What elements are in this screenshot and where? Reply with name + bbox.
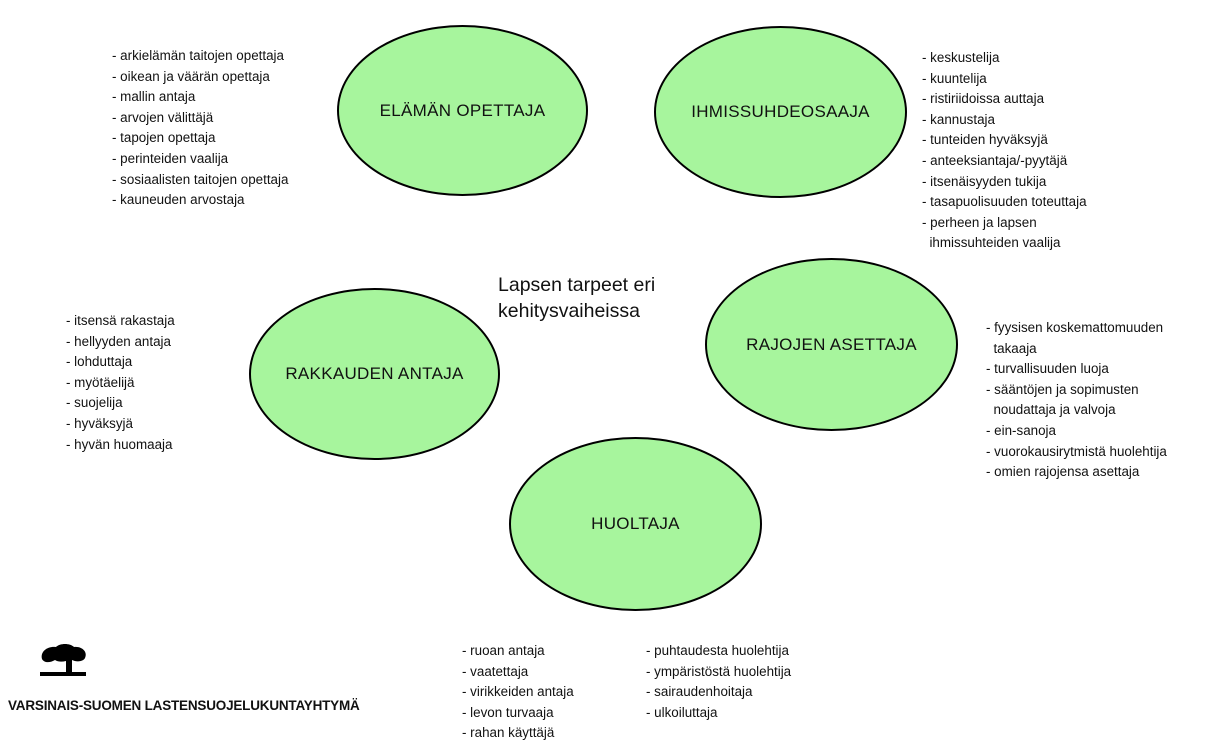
list-item: - vuorokausirytmistä huolehtija — [986, 443, 1167, 459]
tree-family-icon — [40, 644, 86, 676]
list-item: - sairaudenhoitaja — [646, 684, 753, 700]
list-item: - perheen ja lapsen — [922, 214, 1037, 230]
list-item: - itsensä rakastaja — [66, 313, 175, 328]
role-title: IHMISSUHDEOSAAJA — [691, 102, 870, 121]
list-item: - hyväksyjä — [66, 415, 133, 431]
list-item: - perinteiden vaalija — [112, 150, 229, 166]
list-elaman-opettaja: - arkielämän taitojen opettaja - oikean … — [112, 46, 288, 211]
list-item: noudattaja ja valvoja — [986, 402, 1116, 418]
list-item: - mallin antaja — [112, 89, 196, 105]
list-item: - kannustaja — [922, 111, 995, 127]
list-rakkauden-antaja: - itsensä rakastaja - hellyyden antaja -… — [66, 311, 175, 455]
list-huoltaja-left: - ruoan antaja - vaatettaja - virikkeide… — [462, 641, 574, 744]
list-item: - hyvän huomaaja — [66, 436, 173, 452]
list-item: - virikkeiden antaja — [462, 684, 574, 700]
list-item: - ristiriidoissa auttaja — [922, 91, 1045, 107]
list-item: - tunteiden hyväksyjä — [922, 132, 1048, 148]
list-item: - hellyyden antaja — [66, 333, 171, 349]
list-item: - sääntöjen ja sopimusten — [986, 381, 1139, 397]
organization-name: VARSINAIS-SUOMEN LASTENSUOJELUKUNTAYHTYM… — [8, 698, 360, 713]
list-item: - sosiaalisten taitojen opettaja — [112, 171, 289, 187]
list-item: - levon turvaaja — [462, 704, 554, 720]
list-item: - lohduttaja — [66, 354, 133, 370]
list-item: - suojelija — [66, 395, 123, 411]
list-item: - ulkoiluttaja — [646, 704, 718, 720]
list-item: - tasapuolisuuden toteuttaja — [922, 194, 1087, 210]
list-item: - omien rajojensa asettaja — [986, 464, 1140, 480]
role-ellipse-rakkauden-antaja: RAKKAUDEN ANTAJA — [249, 288, 500, 460]
diagram-title: Lapsen tarpeet eri kehitysvaiheissa — [498, 272, 655, 324]
role-title: HUOLTAJA — [591, 514, 680, 533]
list-item: - ympäristöstä huolehtija — [646, 663, 792, 679]
diagram-title-line-1: Lapsen tarpeet eri — [498, 274, 656, 296]
list-item: - arvojen välittäjä — [112, 109, 214, 125]
list-item: - arkielämän taitojen opettaja — [112, 48, 284, 63]
list-item: - vaatettaja — [462, 663, 529, 679]
list-huoltaja-right: - puhtaudesta huolehtija - ympäristöstä … — [646, 641, 791, 723]
role-title: ELÄMÄN OPETTAJA — [379, 100, 546, 120]
list-item: - kuuntelija — [922, 70, 987, 86]
role-title: RAKKAUDEN ANTAJA — [285, 364, 464, 383]
list-item: ihmissuhteiden vaalija — [922, 235, 1061, 251]
diagram-title-line-2: kehitysvaiheissa — [498, 300, 640, 322]
list-item: - tapojen opettaja — [112, 130, 216, 146]
list-item: - fyysisen koskemattomuuden — [986, 320, 1164, 335]
role-ellipse-rajojen-asettaja: RAJOJEN ASETTAJA — [705, 258, 958, 431]
list-item: - rahan käyttäjä — [462, 725, 555, 741]
role-ellipse-huoltaja: HUOLTAJA — [509, 437, 762, 611]
list-item: - puhtaudesta huolehtija — [646, 643, 789, 658]
list-item: takaaja — [986, 340, 1037, 356]
list-item: - ruoan antaja — [462, 643, 545, 658]
list-item: - ein-sanoja — [986, 422, 1056, 438]
list-rajojen-asettaja: - fyysisen koskemattomuuden takaaja - tu… — [986, 318, 1167, 483]
list-item: - itsenäisyyden tukija — [922, 173, 1047, 189]
list-item: - anteeksiantaja/-pyytäjä — [922, 152, 1068, 168]
list-item: - turvallisuuden luoja — [986, 361, 1109, 377]
list-item: - keskustelija — [922, 50, 1000, 65]
list-item: - oikean ja väärän opettaja — [112, 68, 270, 84]
list-item: - myötäelijä — [66, 374, 135, 390]
list-ihmissuhdeosaaja: - keskustelija - kuuntelija - ristiriido… — [922, 48, 1087, 254]
role-ellipse-elaman-opettaja: ELÄMÄN OPETTAJA — [337, 25, 588, 196]
role-title: RAJOJEN ASETTAJA — [746, 334, 917, 354]
role-ellipse-ihmissuhdeosaaja: IHMISSUHDEOSAAJA — [654, 26, 907, 198]
list-item: - kauneuden arvostaja — [112, 192, 245, 208]
